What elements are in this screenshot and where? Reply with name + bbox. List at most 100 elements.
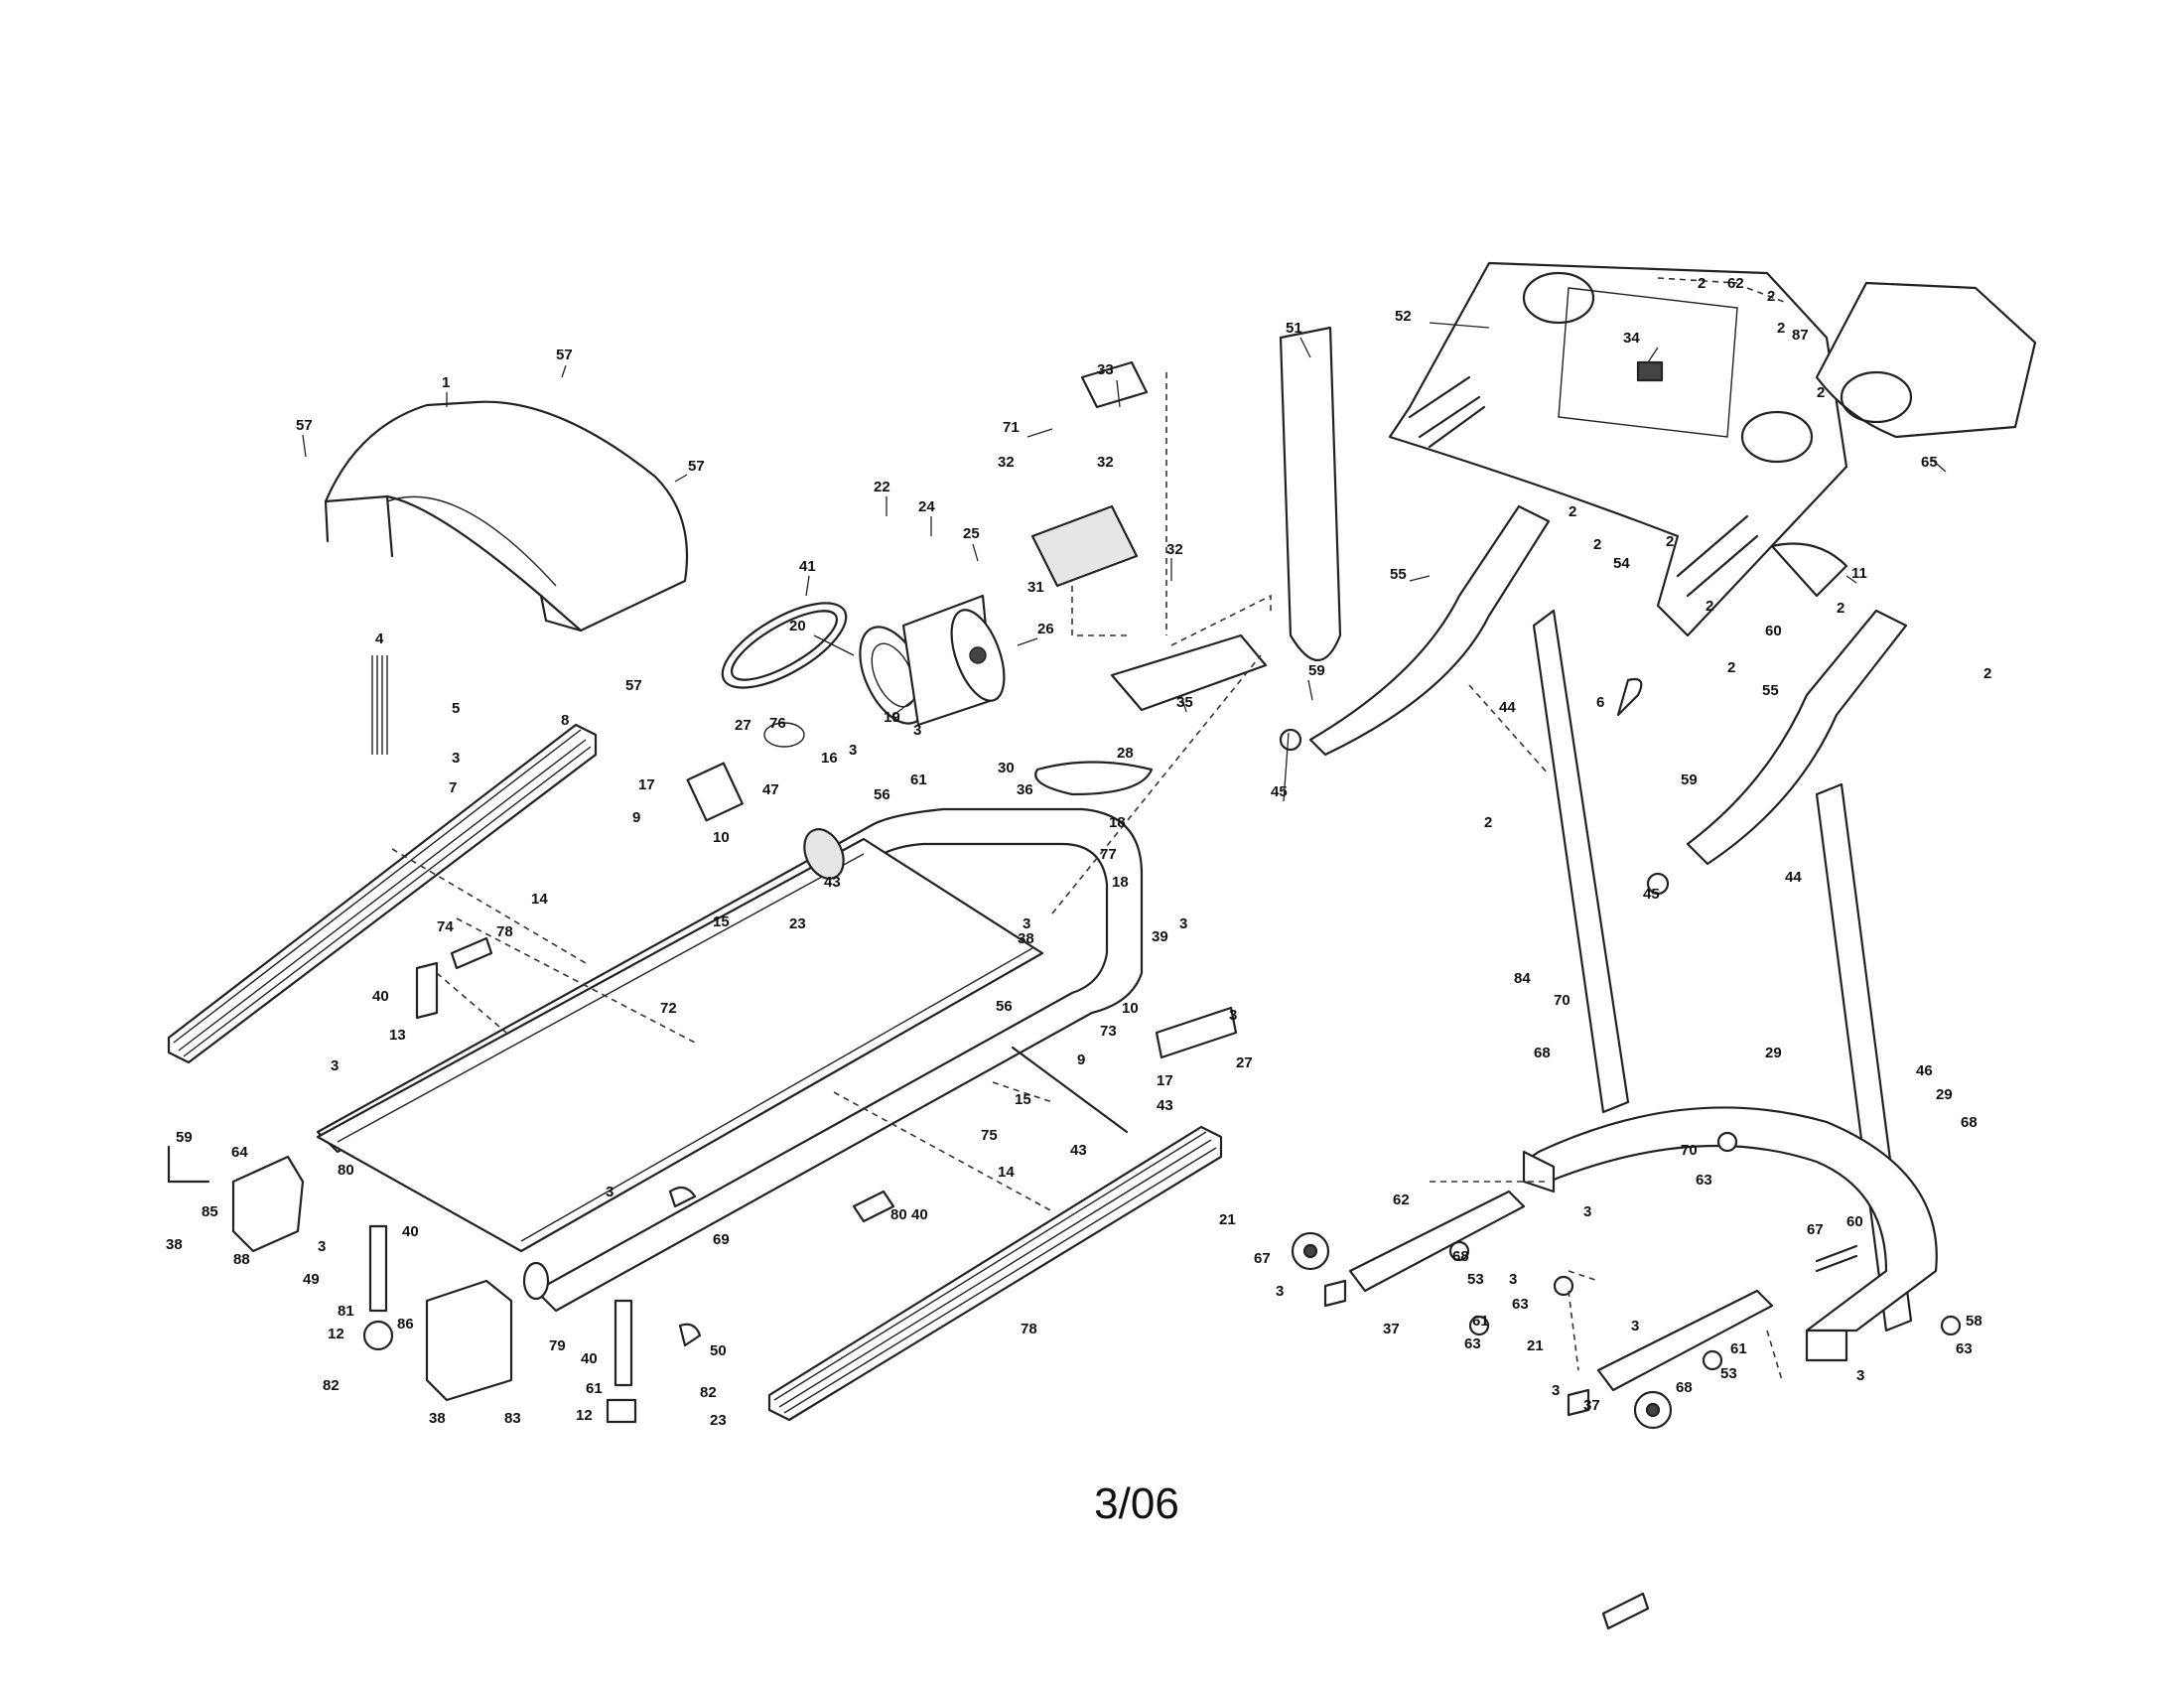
callout-label: 80 [338,1162,354,1179]
callout-label: 24 [918,498,935,515]
callout-label: 34 [1623,330,1640,347]
callout-label: 2 [1837,600,1844,617]
callout-label: 23 [710,1412,727,1429]
callout-label: 29 [1936,1086,1953,1103]
callout-label: 65 [1921,454,1938,471]
callout-label: 38 [166,1236,183,1253]
callout-label: 14 [998,1164,1015,1181]
callout-label: 15 [1015,1091,1031,1108]
callout-label: 2 [1593,536,1601,553]
callout-label: 79 [549,1337,566,1354]
callout-label: 33 [1097,361,1114,378]
rear-roller-part [522,1261,550,1301]
callout-label: 67 [1807,1221,1824,1238]
callout-label: 76 [769,715,786,732]
callout-label: 88 [233,1251,250,1268]
callout-label: 3 [318,1238,326,1255]
callout-label: 85 [202,1203,218,1220]
callout-label: 61 [586,1380,603,1397]
callout-label: 38 [429,1410,446,1427]
callout-label: 27 [1236,1054,1253,1071]
callout-label: 44 [1785,869,1802,886]
drive-belt-part [721,602,848,689]
callout-label: 3 [331,1057,339,1074]
callout-label: 32 [1097,454,1114,471]
callout-label: 36 [1017,781,1033,798]
callout-label: 18 [1112,874,1129,891]
callout-label: 45 [1271,783,1288,800]
callout-label: 43 [824,874,841,891]
motor-hood-part [324,400,689,632]
callout-label: 21 [1219,1211,1236,1228]
callout-label: 9 [1077,1052,1085,1068]
callout-label: 2 [1706,598,1713,615]
callout-label: 60 [1765,623,1782,639]
callout-label: 57 [296,417,313,434]
callout-label: 3 [1179,915,1187,932]
callout-label: 4 [375,631,384,647]
callout-label: 23 [789,915,806,932]
callout-label: 61 [1472,1313,1489,1330]
callout-label: 63 [1464,1335,1481,1352]
rear-foot-left-part [362,1224,394,1351]
callout-leaders [302,322,1947,802]
deck-frame-part [316,807,1144,1313]
callout-label: 46 [1916,1062,1933,1079]
callout-label: 84 [1514,970,1531,987]
callout-label: 56 [996,998,1013,1015]
assembly-dashed-lines [391,277,1788,1381]
callout-label: 68 [1961,1114,1978,1131]
callout-label: 3 [606,1184,614,1200]
callout-label: 82 [700,1384,717,1401]
console-base-part [1388,261,1848,637]
callout-labels: 1 57 57 57 57 41 22 24 25 20 19 26 33 71… [166,275,1991,1429]
callout-label: 68 [1452,1248,1469,1265]
callout-label: 45 [1643,886,1660,903]
callout-label: 2 [1767,288,1775,305]
callout-label: 56 [874,786,890,803]
callout-label: 3 [1229,1007,1237,1024]
front-roller-part [803,828,845,880]
upright-shroud-part [1279,326,1342,662]
callout-label: 83 [504,1410,521,1427]
callout-label: 28 [1117,745,1134,762]
callout-label: 68 [1534,1045,1551,1061]
callout-label: 68 [1676,1379,1693,1396]
callout-label: 38 [1018,930,1034,947]
callout-label: 63 [1956,1340,1973,1357]
callout-label: 64 [231,1144,248,1161]
callout-label: 82 [323,1377,340,1394]
callout-label: 61 [1730,1340,1747,1357]
callout-label: 22 [874,479,890,495]
callout-label: 41 [799,558,816,575]
callout-label: 40 [911,1206,928,1223]
controller-assembly-part [1030,360,1268,712]
callout-label: 39 [1152,928,1168,945]
callout-label: 75 [981,1127,998,1144]
callout-label: 12 [328,1326,344,1342]
callout-label: 57 [688,458,705,475]
callout-label: 6 [1596,694,1604,711]
callout-label: 49 [303,1271,320,1288]
left-endcap-part [231,1155,305,1253]
callout-label: 3 [1276,1283,1284,1300]
callout-label: 55 [1390,566,1407,583]
callout-label: 3 [1631,1318,1639,1334]
callout-label: 2 [1484,814,1492,831]
callout-label: 27 [735,717,751,734]
callout-label: 70 [1554,992,1570,1009]
right-side-rail-part [767,1125,1223,1422]
callout-label: 59 [1308,662,1325,679]
callout-label: 35 [1176,694,1193,711]
callout-label: 71 [1003,419,1020,436]
base-frame-part [1522,1106,1938,1362]
callout-label: 32 [1166,541,1183,558]
right-endcap-part [425,1279,513,1402]
callout-label: 3 [1023,915,1030,932]
callout-label: 9 [632,809,640,826]
callout-label: 26 [1037,621,1054,637]
callout-label: 54 [1613,555,1630,572]
callout-label: 87 [1792,327,1809,344]
callout-label: 40 [581,1350,598,1367]
